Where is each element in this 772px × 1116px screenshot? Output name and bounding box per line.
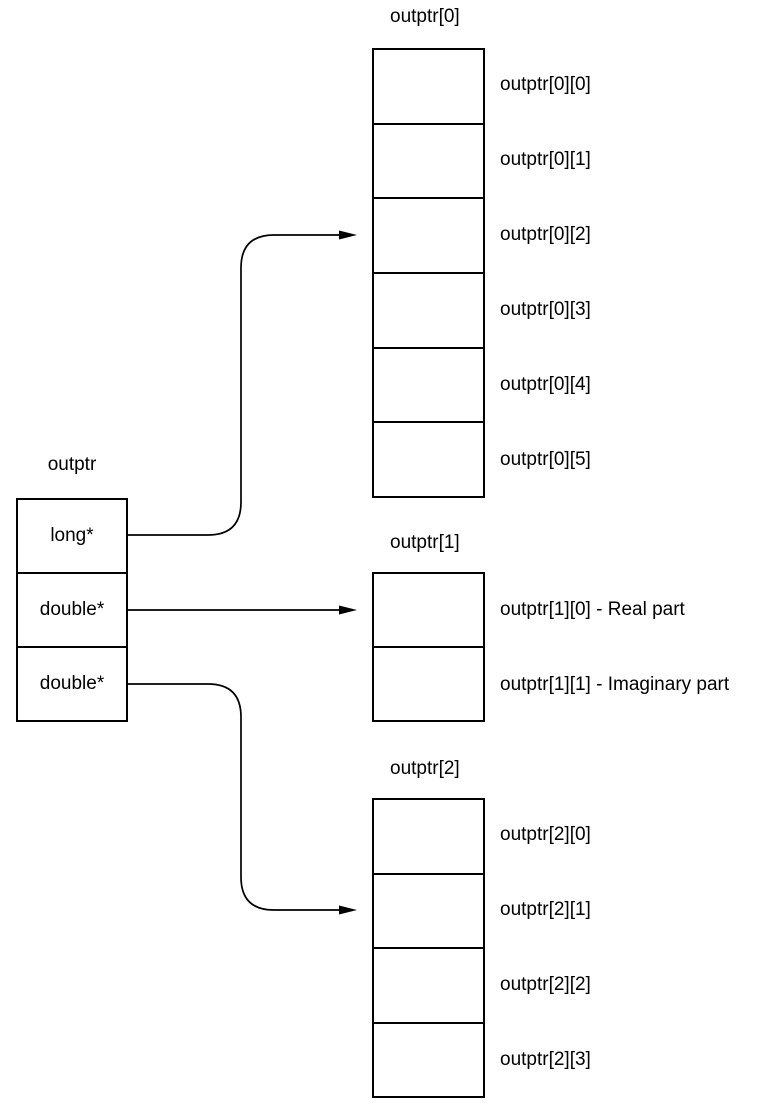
array2-cell2-label: outptr[2][2] <box>500 974 591 995</box>
array-cell <box>374 1021 483 1097</box>
array-cell <box>374 122 483 198</box>
struct-box: long* double* double* <box>16 498 128 722</box>
array-cell <box>374 646 483 720</box>
array-cell <box>374 197 483 272</box>
array1-box <box>372 572 485 722</box>
array2-box <box>372 798 485 1098</box>
array-cell <box>374 50 483 123</box>
array2-title: outptr[2] <box>390 758 460 779</box>
struct-title: outptr <box>47 454 97 475</box>
array-cell <box>374 272 483 347</box>
array-cell <box>374 421 483 496</box>
struct-cell-long-label: long* <box>50 525 94 546</box>
arrowhead-array0-icon <box>339 230 357 240</box>
struct-cell-double-2: double* <box>18 646 126 720</box>
array2-cell3-label: outptr[2][3] <box>500 1049 591 1070</box>
array-cell <box>374 346 483 422</box>
struct-cell-long: long* <box>18 500 126 572</box>
array0-box <box>372 48 485 498</box>
array0-cell5-label: outptr[0][5] <box>500 449 591 470</box>
arrowhead-array2-icon <box>339 905 357 915</box>
arrow-long-to-array0 <box>128 234 341 536</box>
array-cell <box>374 947 483 1022</box>
array0-title: outptr[0] <box>390 6 460 27</box>
array0-cell3-label: outptr[0][3] <box>500 299 591 320</box>
array0-cell1-label: outptr[0][1] <box>500 149 591 170</box>
struct-cell-double-2-label: double* <box>39 673 105 694</box>
array0-cell4-label: outptr[0][4] <box>500 374 591 395</box>
array1-cell0-label: outptr[1][0] - Real part <box>500 599 685 620</box>
array-cell <box>374 574 483 646</box>
array0-cell2-label: outptr[0][2] <box>500 224 591 245</box>
array-cell <box>374 800 483 873</box>
array0-cell0-label: outptr[0][0] <box>500 74 591 95</box>
arrowhead-array1-icon <box>339 605 357 615</box>
array1-cell1-label: outptr[1][1] - Imaginary part <box>500 674 730 695</box>
array-cell <box>374 872 483 948</box>
struct-cell-double-1-label: double* <box>39 599 105 620</box>
array2-cell0-label: outptr[2][0] <box>500 824 591 845</box>
array1-title: outptr[1] <box>390 532 460 553</box>
arrow-double2-to-array2 <box>128 683 341 911</box>
array2-cell1-label: outptr[2][1] <box>500 899 591 920</box>
struct-cell-double-1: double* <box>18 572 126 646</box>
